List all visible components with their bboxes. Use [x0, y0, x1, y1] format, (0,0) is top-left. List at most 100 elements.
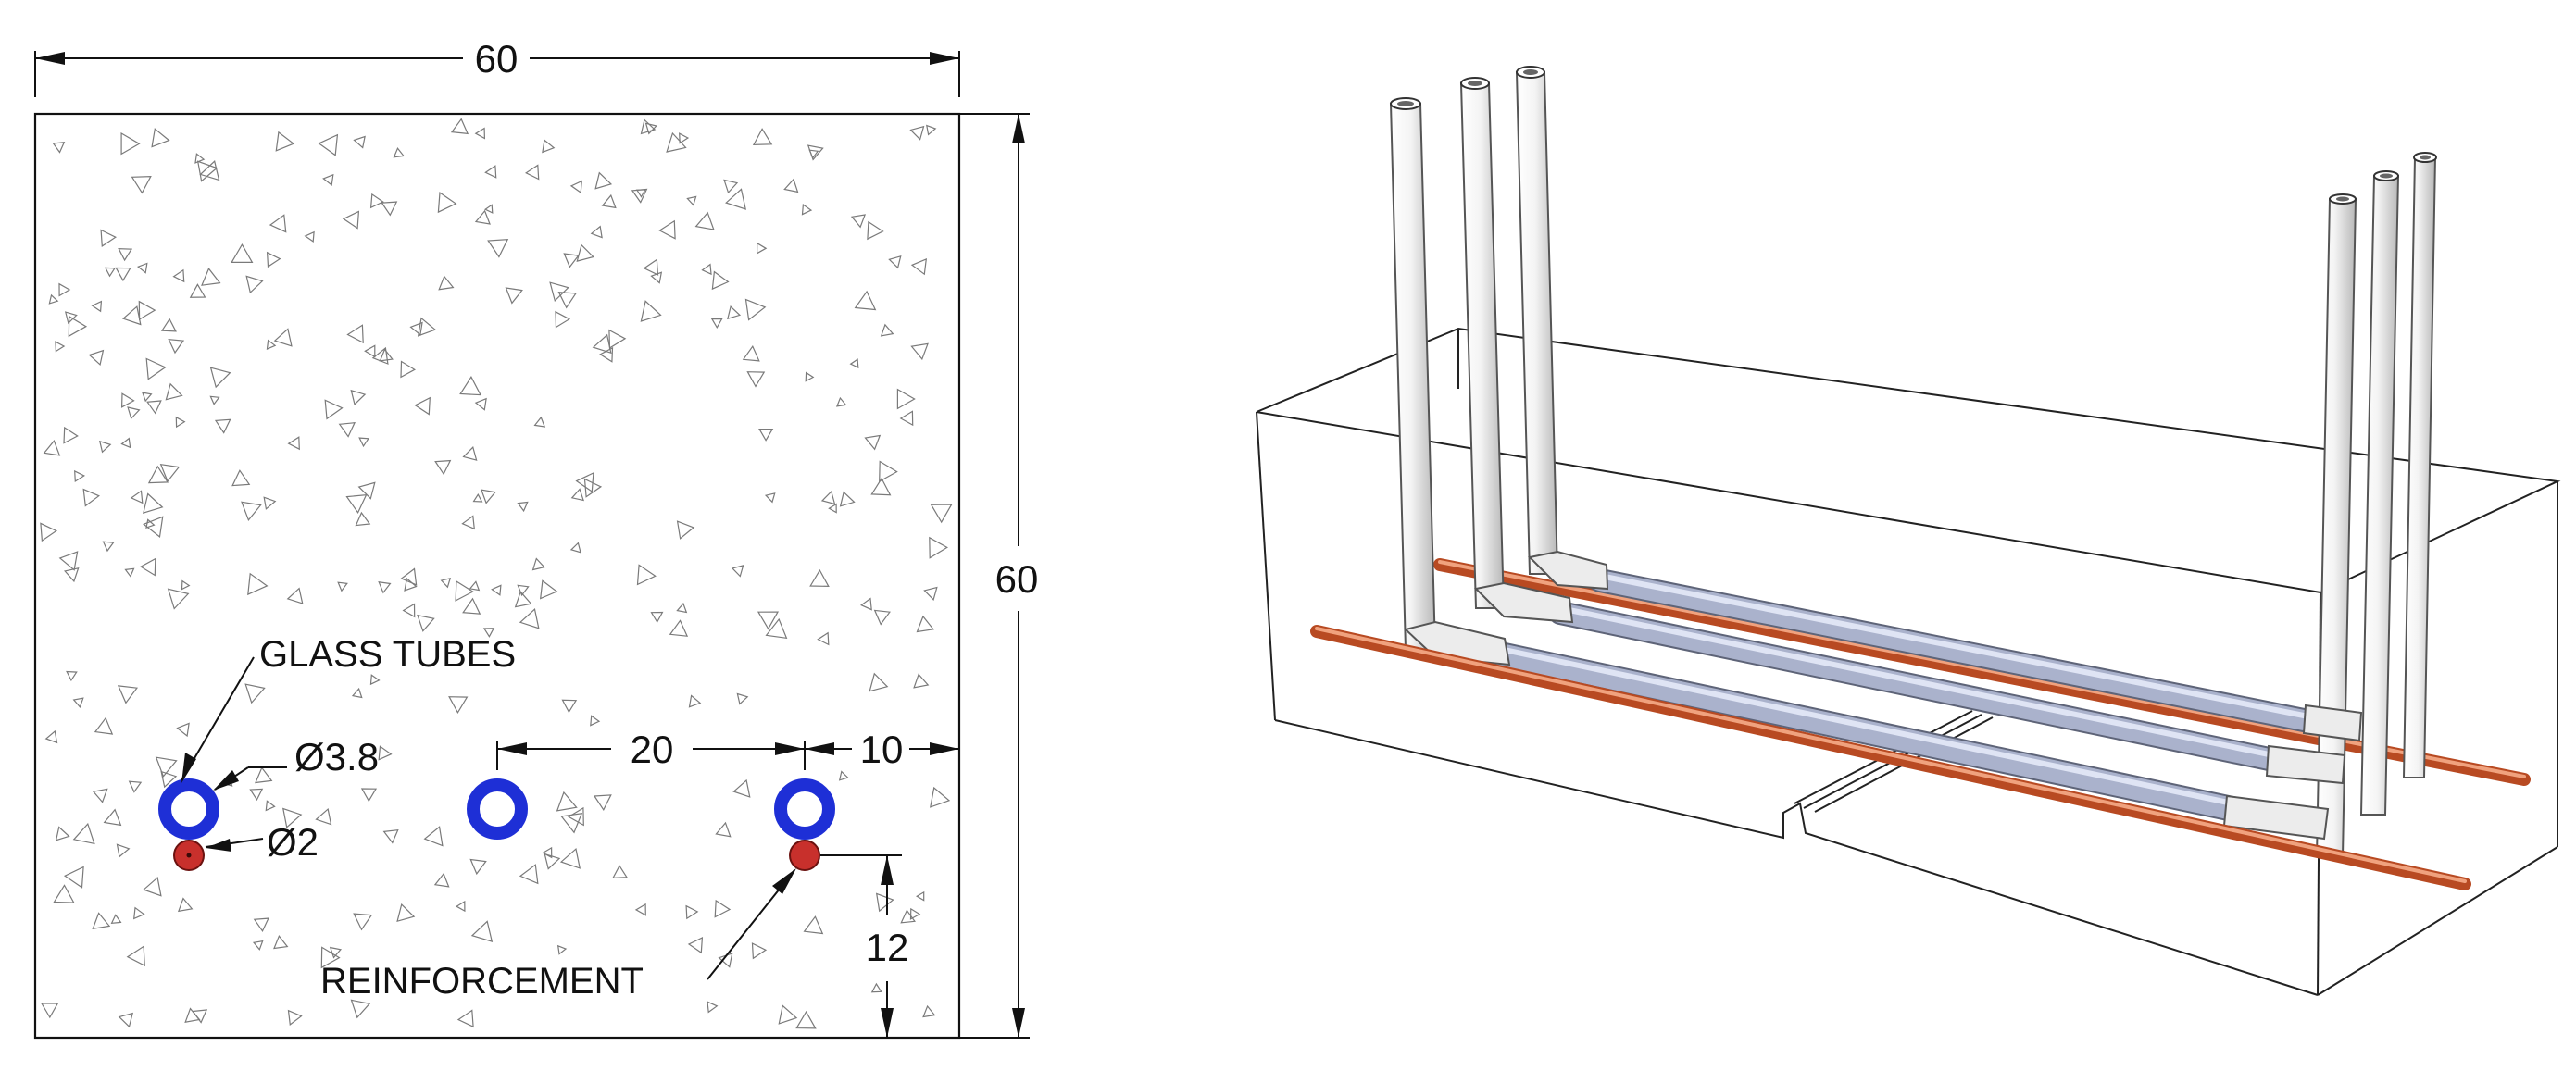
aggregate-speck [483, 204, 494, 214]
aggregate-speck [414, 396, 431, 416]
aggregate-speck [803, 915, 824, 935]
aggregate-speck [63, 866, 84, 889]
aggregate-speck [561, 699, 578, 714]
aggregate-speck [926, 124, 937, 136]
aggregate-speck [795, 1010, 817, 1029]
aggregate-speck [91, 300, 103, 313]
aggregate-speck [860, 597, 872, 611]
aggregate-speck [685, 904, 699, 920]
aggregate-speck [103, 808, 122, 827]
aggregate-speck [176, 722, 190, 738]
aggregate-speck [266, 339, 277, 350]
aggregate-speck [273, 328, 293, 347]
tube-diameter-label: Ø3.8 [294, 735, 379, 778]
aggregate-speck [744, 298, 767, 321]
aggregate-speck [437, 192, 457, 214]
vertical-glass-tubes-left [1389, 66, 1609, 666]
aggregate-speck [273, 935, 289, 950]
aggregate-speck [590, 715, 601, 727]
aggregate-speck [269, 214, 287, 233]
aggregate-speck [100, 229, 117, 247]
aggregate-speck [231, 243, 254, 263]
aggregate-speck [231, 469, 251, 487]
reinforcement-bars [173, 840, 820, 871]
aggregate-speck [474, 209, 491, 225]
aggregate-speck [909, 907, 921, 920]
aggregate-speck [172, 268, 185, 283]
aggregate-speck [63, 567, 80, 583]
aggregate-speck [820, 490, 836, 505]
aggregate-speck [126, 945, 145, 967]
aggregate-speck [557, 292, 577, 309]
aggregate-speck [612, 865, 628, 878]
aggregate-speck [469, 858, 487, 876]
aggregate-speck [448, 696, 469, 715]
aggregate-speck [916, 615, 935, 633]
glass-tube-middle [467, 778, 528, 840]
aggregate-speck [746, 371, 766, 388]
aggregate-speck [381, 201, 398, 217]
height-dimension-label: 60 [995, 557, 1039, 601]
aggregate-speck [369, 674, 381, 686]
aggregate-speck [480, 489, 496, 504]
aggregate-speck [849, 358, 859, 369]
aggregate-speck [130, 490, 144, 504]
aggregate-speck [265, 800, 276, 812]
aggregate-speck [115, 267, 131, 282]
aggregate-speck [487, 239, 509, 258]
aggregate-speck [455, 900, 466, 913]
aggregate-speck [601, 193, 617, 209]
horizontal-glass-tubes [1487, 568, 2316, 826]
aggregate-speck [778, 1004, 798, 1025]
aggregate-speck [131, 175, 152, 194]
aggregate-speck [688, 694, 702, 708]
aggregate-speck [116, 843, 131, 858]
aggregate-speck [758, 429, 774, 442]
aggregate-speck [40, 522, 57, 542]
aggregate-speck [850, 214, 867, 229]
aggregate-speck [888, 255, 902, 269]
aggregate-speck [396, 903, 416, 923]
aggregate-speck [423, 826, 444, 847]
aggregate-speck [104, 267, 116, 278]
rebar-diameter-label: Ø2 [267, 820, 319, 864]
aggregate-speck [731, 565, 744, 578]
aggregate-speck [350, 389, 367, 405]
aggregate-speck [329, 946, 343, 959]
aggregate-speck [63, 426, 79, 444]
aggregate-speck [930, 786, 951, 808]
aggregate-speck [143, 492, 164, 514]
aggregate-speck [322, 173, 334, 187]
aggregate-speck [450, 118, 469, 135]
aggregate-speck [151, 128, 170, 148]
aggregate-speck [736, 692, 749, 705]
vertical-glass-tubes-right [2222, 152, 2437, 857]
aggregate-speck [400, 360, 416, 379]
aggregate-speck [474, 397, 487, 411]
aggregate-speck [594, 171, 613, 190]
aggregate-speck [491, 584, 502, 596]
aggregate-speck [923, 586, 938, 601]
aggregate-speck [635, 189, 646, 198]
aggregate-speck [118, 247, 133, 262]
aggregate-speck [838, 770, 849, 781]
aggregate-speck [346, 324, 364, 344]
aggregate-speck [120, 437, 131, 449]
aggregate-speck [913, 673, 930, 689]
aggregate-speck [201, 268, 221, 286]
section-outline [33, 112, 961, 1040]
isometric-model-view [1256, 66, 2561, 996]
aggregate-speck [155, 756, 178, 778]
aggregate-speck [433, 872, 450, 888]
aggregate-speck [253, 917, 269, 932]
aggregate-speck [835, 396, 847, 407]
aggregate-speck [929, 536, 948, 559]
aggregate-speck [118, 1012, 134, 1028]
aggregate-speck [723, 179, 739, 194]
aggregate-speck [117, 685, 139, 704]
aggregate-speck [402, 603, 416, 618]
aggregate-speck [880, 323, 894, 337]
aggregate-speck [338, 422, 356, 438]
aggregate-speck [143, 516, 164, 539]
aggregate-speck [165, 382, 183, 401]
